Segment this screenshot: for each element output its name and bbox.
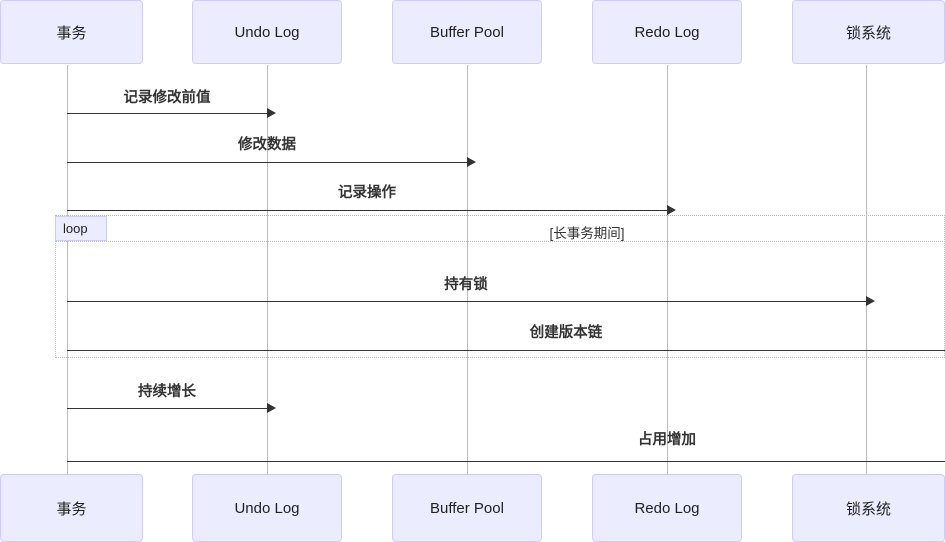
- actor-label: Redo Log: [634, 23, 700, 41]
- message-label-record-operation: 记录操作: [338, 185, 396, 201]
- actor-label: Undo Log: [234, 23, 300, 41]
- loop-condition-label: [长事务期间]: [549, 226, 625, 241]
- message-arrow-modify-data: [467, 157, 476, 167]
- message-line-record-before-value: [67, 113, 270, 114]
- actor-label: Redo Log: [634, 499, 700, 517]
- message-label-hold-lock: 持有锁: [444, 277, 488, 293]
- message-line-record-operation: [67, 210, 670, 211]
- actor-label: Undo Log: [234, 499, 300, 517]
- message-arrow-hold-lock: [866, 296, 875, 306]
- message-arrow-continuous-growth: [267, 403, 276, 413]
- actor-bottom-redo-log[interactable]: Redo Log: [592, 474, 742, 542]
- message-label-continuous-growth: 持续增长: [138, 384, 196, 400]
- actor-bottom-lock-system[interactable]: 锁系统: [792, 474, 945, 542]
- lifeline-transaction: [67, 65, 68, 474]
- actor-label: 锁系统: [845, 500, 891, 518]
- loop-fragment: [55, 215, 945, 358]
- actor-top-redo-log[interactable]: Redo Log: [592, 0, 742, 64]
- message-line-continuous-growth: [67, 408, 270, 409]
- message-arrow-record-before-value: [267, 108, 276, 118]
- actor-top-transaction[interactable]: 事务: [0, 0, 143, 64]
- message-line-create-version-chain: [67, 350, 945, 351]
- message-arrow-record-operation: [667, 205, 676, 215]
- actor-bottom-buffer-pool[interactable]: Buffer Pool: [392, 474, 542, 542]
- lifeline-redo-log: [667, 65, 668, 474]
- message-line-hold-lock: [67, 301, 869, 302]
- message-label-create-version-chain: 创建版本链: [529, 325, 603, 341]
- message-label-record-before-value: 记录修改前值: [123, 90, 211, 106]
- actor-bottom-undo-log[interactable]: Undo Log: [192, 474, 342, 542]
- message-line-modify-data: [67, 162, 470, 163]
- actor-label: Buffer Pool: [430, 23, 504, 41]
- loop-tab-label: loop: [63, 221, 88, 236]
- actor-top-undo-log[interactable]: Undo Log: [192, 0, 342, 64]
- message-line-usage-increase: [67, 461, 945, 462]
- actor-label: 锁系统: [845, 24, 891, 42]
- lifeline-lock-system: [866, 65, 867, 474]
- actor-top-lock-system[interactable]: 锁系统: [792, 0, 945, 64]
- lifeline-undo-log: [267, 65, 268, 474]
- loop-fragment-tab: loop: [55, 216, 107, 241]
- loop-fragment-divider: [55, 241, 945, 242]
- message-label-modify-data: 修改数据: [238, 137, 296, 153]
- actor-label: 事务: [56, 24, 87, 42]
- actor-label: Buffer Pool: [430, 499, 504, 517]
- message-label-usage-increase: 占用增加: [638, 432, 696, 448]
- lifeline-buffer-pool: [467, 65, 468, 474]
- actor-top-buffer-pool[interactable]: Buffer Pool: [392, 0, 542, 64]
- actor-bottom-transaction[interactable]: 事务: [0, 474, 143, 542]
- actor-label: 事务: [56, 500, 87, 518]
